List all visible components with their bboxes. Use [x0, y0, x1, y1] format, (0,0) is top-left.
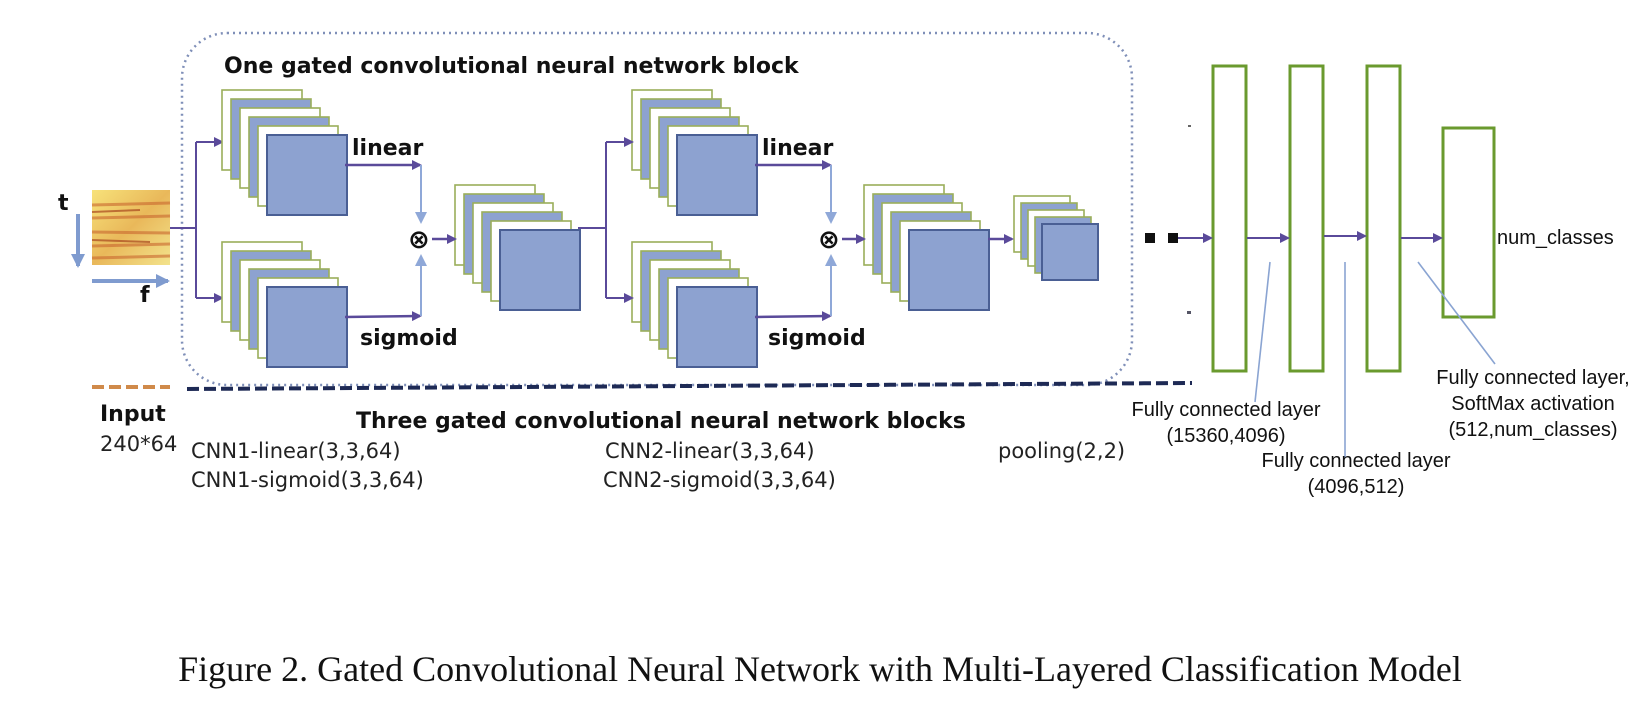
f-axis-label: f — [140, 283, 150, 308]
fc3-title: Fully connected layer, — [1436, 367, 1629, 389]
cnn2-linear-label: linear — [762, 136, 834, 161]
feature-map-front — [676, 134, 758, 216]
pooling-feature-maps — [1013, 195, 1099, 281]
cnn1-sigmoid-spec: CNN1-sigmoid(3,3,64) — [191, 468, 424, 492]
cnn2-sigmoid-label: sigmoid — [768, 326, 866, 351]
fc-output-layer — [1441, 126, 1496, 319]
cnn2-sigmoid-spec: CNN2-sigmoid(3,3,64) — [603, 468, 836, 492]
fc-layers — [1211, 64, 1496, 373]
ellipsis-square-1 — [1145, 233, 1155, 243]
figure-caption: Figure 2. Gated Convolutional Neural Net… — [178, 649, 1462, 689]
cnn1-linear-feature-maps — [221, 89, 348, 216]
cnn1-sigmoid-feature-maps — [221, 241, 348, 368]
input-split-lines — [170, 137, 224, 303]
input-size: 240*64 — [100, 432, 177, 456]
gate1-multiply-symbol: ⊗ — [408, 225, 430, 255]
feature-map-front — [266, 134, 348, 216]
feature-map-front — [266, 286, 348, 368]
gate2-output-feature-maps — [863, 184, 990, 311]
feature-map-front — [908, 229, 990, 311]
cnn2-linear-spec: CNN2-linear(3,3,64) — [605, 439, 815, 463]
stray-dot-1 — [1188, 125, 1191, 127]
feature-map-front — [1041, 223, 1099, 281]
gated-blocks-title: Three gated convolutional neural network… — [356, 409, 966, 434]
pooling-spec: pooling(2,2) — [998, 439, 1125, 463]
feature-map-front — [499, 229, 581, 311]
fc3-size: (512,num_classes) — [1449, 419, 1618, 441]
stray-dot-2 — [1187, 311, 1191, 314]
cnn1-linear-label: linear — [352, 136, 424, 161]
feature-map-front — [676, 286, 758, 368]
fc-arrows — [1178, 231, 1443, 243]
fc-layer-2 — [1288, 64, 1325, 373]
fc-layer-3 — [1365, 64, 1402, 373]
cnn2-sigmoid-feature-maps — [631, 241, 758, 368]
block2-split-lines — [578, 137, 634, 303]
block2-arrows — [754, 160, 1014, 322]
cnn1-linear-spec: CNN1-linear(3,3,64) — [191, 439, 401, 463]
diagram-canvas: One gated convolutional neural network b… — [58, 31, 1630, 498]
gate2-multiply-symbol: ⊗ — [818, 225, 840, 255]
fc-layer-1 — [1211, 64, 1248, 373]
input-spectrogram — [91, 190, 171, 265]
cnn2-linear-feature-maps — [631, 89, 758, 216]
fc-pointer-lines — [1254, 261, 1496, 458]
fc2-size: (4096,512) — [1308, 476, 1405, 498]
output-num-classes-label: num_classes — [1497, 227, 1614, 249]
gated-block-title: One gated convolutional neural network b… — [224, 54, 800, 79]
gated-blocks-dash-bar — [186, 381, 1193, 391]
gate1-output-feature-maps — [454, 184, 581, 311]
fc3-activation: SoftMax activation — [1451, 393, 1614, 415]
fc2-title: Fully connected layer — [1262, 450, 1451, 472]
fc1-title: Fully connected layer — [1132, 399, 1321, 421]
cnn1-sigmoid-label: sigmoid — [360, 326, 458, 351]
ellipsis-square-2 — [1168, 233, 1178, 243]
block1-arrows — [344, 160, 457, 322]
t-axis-label: t — [58, 191, 69, 216]
input-title: Input — [100, 402, 166, 427]
fc1-size: (15360,4096) — [1167, 425, 1286, 447]
